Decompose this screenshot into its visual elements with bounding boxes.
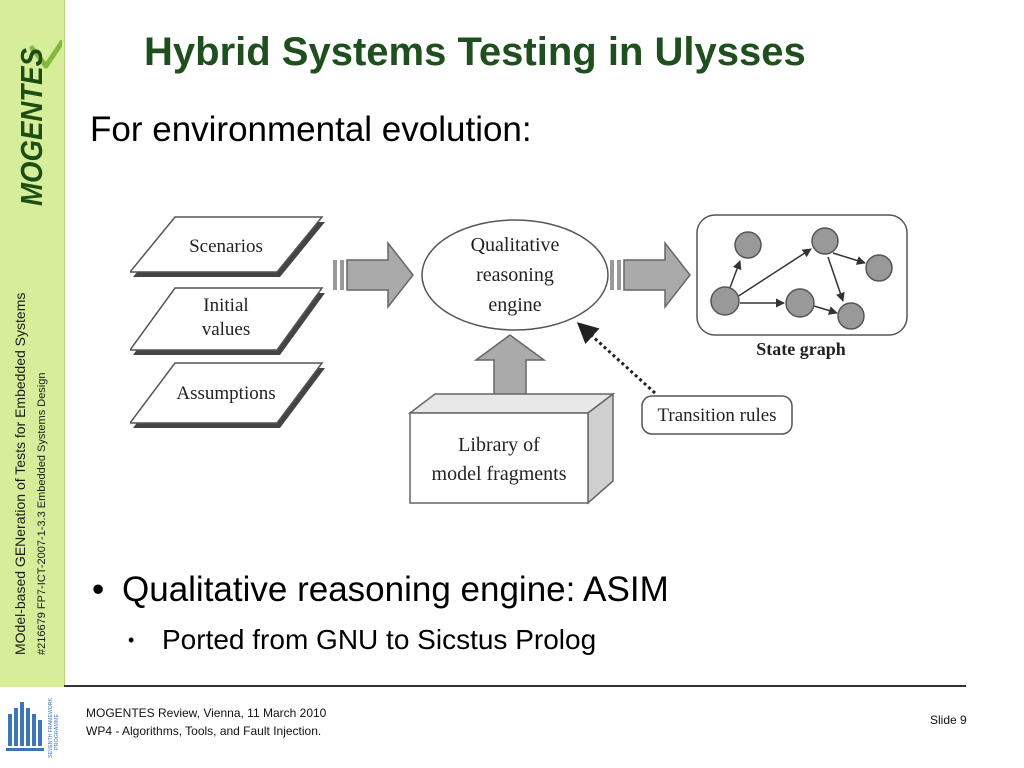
state-node [865, 254, 893, 282]
arrow-inputs-to-engine [333, 240, 414, 310]
input-label: Assumptions [176, 383, 275, 404]
footer-event: MOGENTES Review, Vienna, 11 March 2010 [86, 706, 327, 720]
sub-bullet-item: • Ported from GNU to Sicstus Prolog [128, 624, 596, 656]
input-label: values [202, 319, 251, 340]
library-box: Library of model fragments [407, 392, 616, 505]
slide-subtitle: For environmental evolution: [90, 110, 532, 149]
mogentes-logo: MOGENTES [14, 40, 62, 206]
arrow-engine-to-graph [610, 240, 691, 310]
bullet-marker: • [92, 570, 105, 609]
transition-rules: Transition rules [641, 395, 793, 435]
logo-text: MOGENTES [14, 48, 49, 206]
bullet-marker: • [128, 630, 135, 650]
engine-label: engine [488, 294, 541, 316]
sidebar [0, 0, 65, 687]
state-node [734, 231, 762, 259]
fp7-logo: SEVENTH FRAMEWORK PROGRAMME [6, 697, 60, 758]
graph-label: State graph [756, 339, 846, 359]
programme-label: PROGRAMME [54, 713, 60, 750]
bullet-text: Qualitative reasoning engine: ASIM [122, 570, 669, 609]
engine-label: Qualitative [471, 234, 560, 256]
state-node [837, 302, 865, 330]
library-label: Library of [458, 434, 540, 456]
bullet-item: • Qualitative reasoning engine: ASIM [92, 570, 669, 610]
state-node [710, 286, 740, 316]
rules-label: Transition rules [657, 405, 776, 426]
ulysses-diagram: Scenarios Initial values Assumptions Qua… [130, 214, 908, 505]
input-assumptions: Assumptions [130, 362, 325, 428]
arrow-library-to-engine [473, 334, 547, 396]
input-label: Initial [203, 295, 248, 316]
input-label: Scenarios [189, 236, 263, 257]
bullet-text: Ported from GNU to Sicstus Prolog [162, 624, 597, 655]
project-name: MOdel-based GENeration of Tests for Embe… [12, 292, 28, 655]
input-scenarios: Scenarios [130, 216, 325, 277]
slide-number: Slide 9 [930, 713, 967, 727]
project-id: #216679 FP7-ICT-2007-1-3.3 Embedded Syst… [36, 372, 48, 656]
input-initial-values: Initial values [130, 287, 325, 355]
arrow-rules-to-engine [576, 322, 657, 395]
library-label: model fragments [432, 463, 567, 485]
state-node [785, 288, 815, 318]
engine-label: reasoning [476, 264, 554, 286]
state-node [811, 227, 839, 255]
programme-label: SEVENTH FRAMEWORK [48, 697, 54, 758]
footer-workpackage: WP4 - Algorithms, Tools, and Fault Injec… [86, 724, 322, 738]
reasoning-engine: Qualitative reasoning engine [421, 219, 609, 331]
state-graph: State graph [696, 214, 908, 359]
slide-title: Hybrid Systems Testing in Ulysses [144, 30, 806, 74]
footer-divider [64, 685, 966, 687]
